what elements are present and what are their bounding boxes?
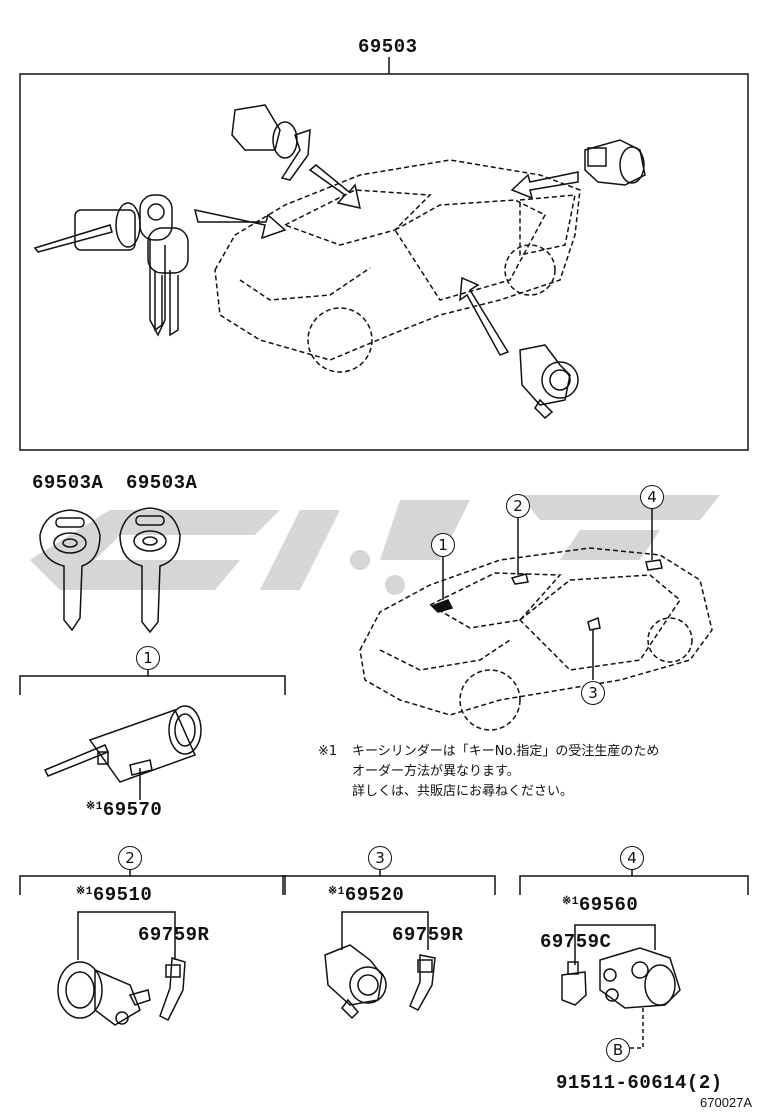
section-index-3: 3 (368, 846, 392, 870)
watermark-shapes (30, 495, 720, 595)
part-number-backdoor-lever: 69759C (540, 931, 612, 953)
note-marker: ※1 (318, 744, 338, 759)
bolt-reference-callout: B (606, 1038, 630, 1062)
section2-leader (77, 911, 176, 960)
section4-leader (574, 924, 656, 965)
door-lever-right-illustration (409, 954, 436, 1011)
part-number-key-left: 69503A (32, 472, 104, 494)
section-index-4: 4 (620, 846, 644, 870)
section4-bracket (519, 875, 749, 895)
bolt-dashed-leader (630, 1008, 644, 1049)
part-number-assembly: 69503 (358, 36, 418, 58)
figure-code: 670027A (700, 1095, 753, 1110)
marker-ignition: ※1 (86, 801, 103, 813)
section3-bracket (282, 875, 496, 895)
note-line-2: オーダー方法が異なります。 (352, 764, 520, 779)
locator-markers (430, 508, 663, 680)
part-number-door-right-cylinder: ※169520 (328, 884, 405, 906)
section2-bracket (19, 875, 286, 895)
car-top-illustration (214, 159, 581, 373)
note-line-1: キーシリンダーは「キーNo.指定」の受注生産のため (352, 744, 660, 759)
top-ignition-assembly (33, 194, 189, 337)
part-number-door-left-cylinder: ※169510 (76, 884, 153, 906)
door-cylinder-right-illustration (324, 944, 387, 1020)
part-number-ignition: ※169570 (86, 799, 163, 821)
assembly-frame (19, 73, 749, 451)
top-arrows (193, 164, 579, 356)
section-index-2: 2 (118, 846, 142, 870)
top-door-lock-upper (231, 104, 311, 181)
part-number-door-right-lever: 69759R (392, 924, 464, 946)
part-number-door-left-lever: 69759R (138, 924, 210, 946)
backdoor-lever-illustration (561, 961, 587, 1006)
top-backdoor-lock (584, 139, 646, 186)
part-number-backdoor-cylinder: ※169560 (562, 894, 639, 916)
door-cylinder-left-illustration (57, 961, 151, 1026)
car-locator-illustration (359, 547, 713, 731)
key-illustration-right (119, 507, 181, 634)
backdoor-cylinder-illustration (599, 947, 681, 1009)
locator-callout-1: 1 (431, 533, 455, 557)
key-illustration-left (39, 509, 101, 632)
part-number-bolt: 91511-60614(2) (556, 1072, 723, 1094)
note-line-3: 詳しくは、共販店にお尋ねください。 (352, 784, 574, 799)
section3-leader (341, 911, 429, 950)
locator-callout-2: 2 (506, 494, 530, 518)
part-number-key-right: 69503A (126, 472, 198, 494)
locator-callout-3: 3 (581, 681, 605, 705)
locator-callout-4: 4 (640, 485, 664, 509)
top-door-lock-lower (519, 344, 579, 420)
ignition-cylinder-illustration (43, 705, 202, 800)
door-lever-left-illustration (159, 957, 186, 1022)
section1-bracket (19, 675, 286, 695)
section-index-1: 1 (136, 646, 160, 670)
